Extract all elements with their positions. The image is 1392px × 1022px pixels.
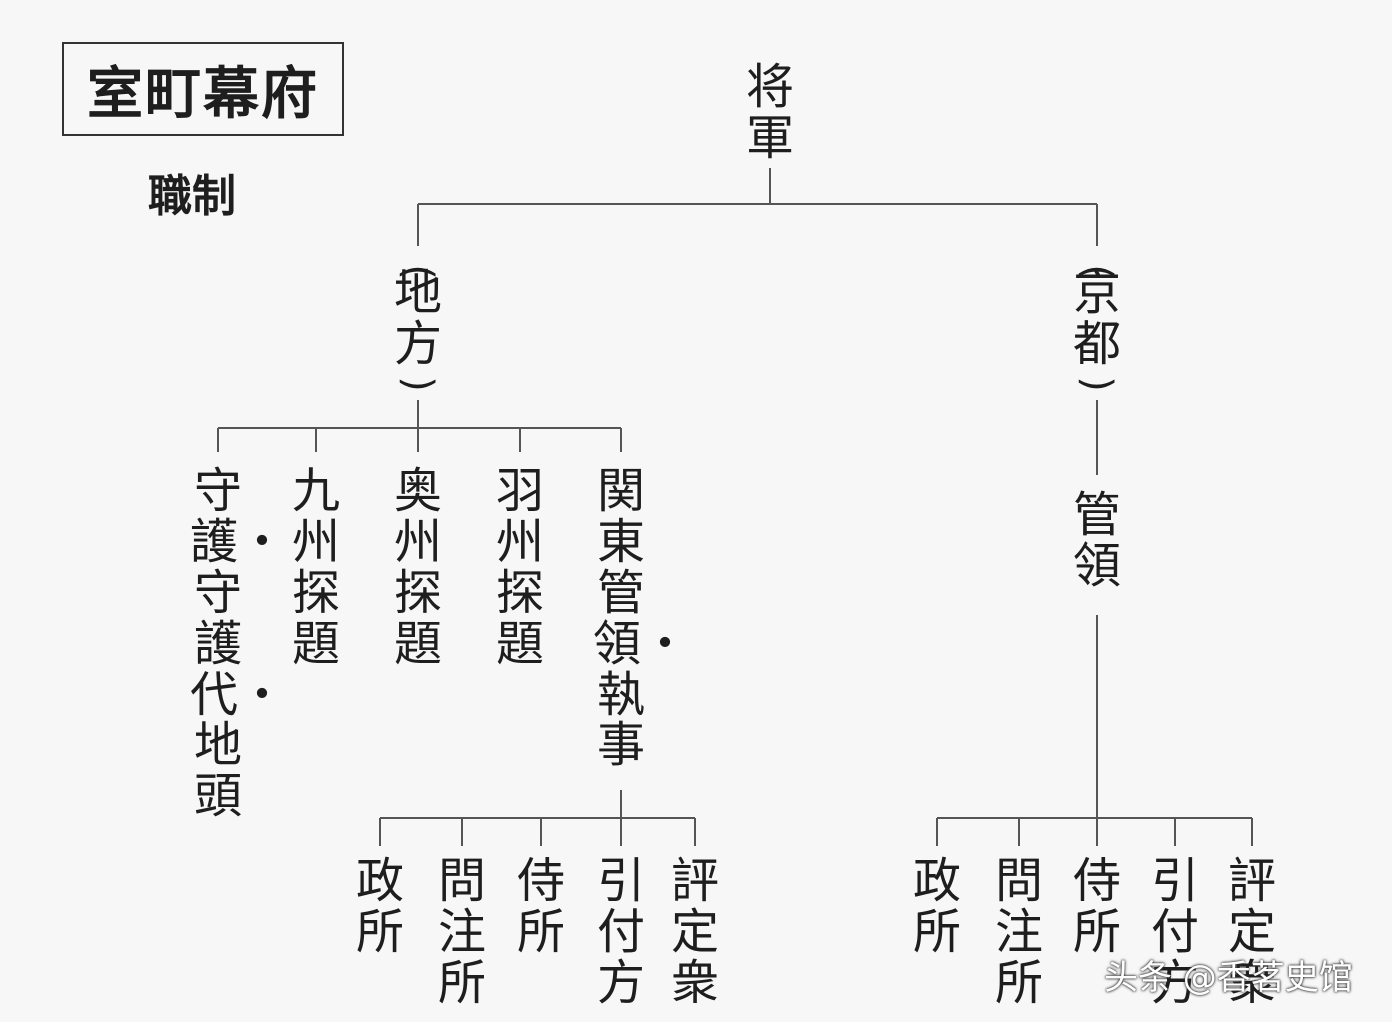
- bracket-close: ): [1074, 376, 1120, 392]
- node-kyoto: 京都: [1072, 265, 1121, 372]
- watermark: 头条 @香茗史馆: [1104, 958, 1353, 998]
- node-hyojoshu: 評定衆: [670, 853, 719, 1011]
- node-kanrei: 管領: [1072, 487, 1121, 594]
- node-kanto-kanrei: 関東管領・執事: [593, 463, 690, 774]
- node-monchujo: 問注所: [994, 853, 1043, 1011]
- node-kyushu-tandai: 九州探題: [291, 463, 340, 672]
- page-title: 室町幕府: [62, 42, 344, 136]
- node-samuraidokoro: 侍所: [516, 853, 565, 960]
- node-shogun: 将軍: [745, 59, 794, 166]
- node-hikitsukekata: 引付方: [1150, 853, 1199, 1011]
- node-mandokoro: 政所: [355, 853, 404, 960]
- node-shugo: 守護・守護代・地頭: [190, 463, 287, 825]
- node-hyojoshu: 評定衆: [1227, 853, 1276, 1011]
- node-ushu-tandai: 羽州探題: [495, 463, 544, 672]
- node-chiho: 地方: [393, 265, 442, 372]
- page-subtitle: 職制: [148, 171, 236, 222]
- node-monchujo: 問注所: [437, 853, 486, 1011]
- node-samuraidokoro: 侍所: [1072, 853, 1121, 960]
- node-mandokoro: 政所: [912, 853, 961, 960]
- node-oshu-tandai: 奥州探題: [393, 463, 442, 672]
- node-hikitsukekata: 引付方: [596, 853, 645, 1011]
- bracket-close: ): [395, 376, 441, 392]
